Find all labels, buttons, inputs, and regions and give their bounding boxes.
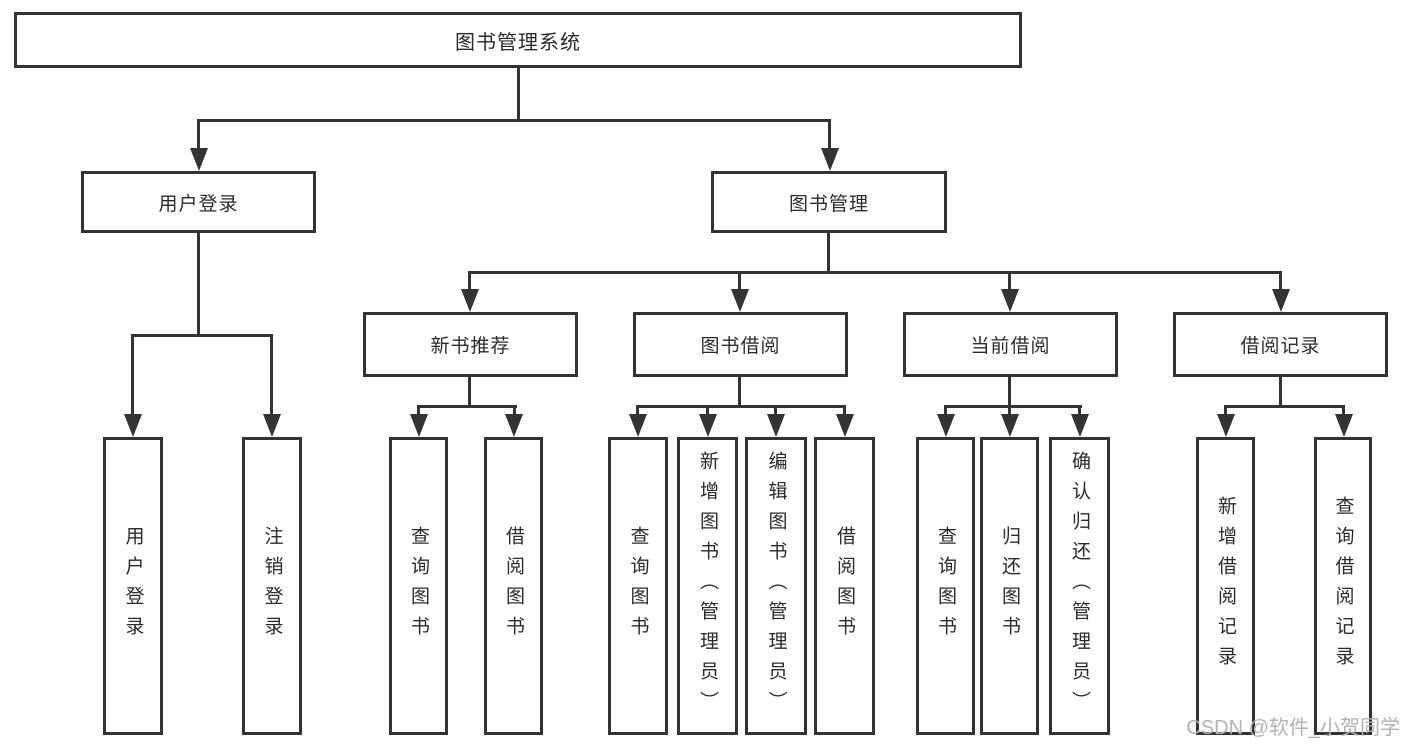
arrow-down-icon: [190, 148, 208, 171]
leaf-logout-label: 注销登录: [261, 526, 283, 646]
connector: [1224, 405, 1345, 408]
connector: [1224, 405, 1227, 417]
connector: [1008, 377, 1011, 408]
node-borrow-records-label: 借阅记录: [1240, 336, 1321, 357]
arrow-down-icon: [410, 414, 428, 437]
arrow-down-icon: [767, 414, 785, 437]
arrow-down-icon: [263, 414, 281, 437]
connector: [1008, 271, 1011, 291]
connector: [828, 119, 831, 151]
node-user-login: 用户登录: [81, 171, 316, 233]
node-library-system-label: 图书管理系统: [455, 31, 581, 54]
arrow-down-icon: [699, 414, 717, 437]
leaf-query-books-recommend-label: 查询图书: [408, 526, 429, 646]
leaf-query-books-current: 查询图书: [916, 437, 975, 735]
arrow-down-icon: [1217, 414, 1235, 437]
arrow-down-icon: [1272, 289, 1290, 312]
arrow-down-icon: [461, 289, 479, 312]
node-user-login-label: 用户登录: [158, 193, 239, 215]
arrow-down-icon: [1071, 414, 1089, 437]
arrow-down-icon: [629, 414, 647, 437]
leaf-query-books-borrow: 查询图书: [608, 437, 668, 735]
arrow-down-icon: [821, 148, 839, 171]
node-new-book-recommend: 新书推荐: [363, 312, 578, 377]
leaf-user-login: 用户登录: [103, 437, 163, 735]
leaf-borrow-books-label: 借阅图书: [834, 526, 855, 646]
arrow-down-icon: [937, 414, 955, 437]
connector: [131, 334, 273, 337]
leaf-query-books-recommend: 查询图书: [389, 437, 448, 735]
arrow-down-icon: [731, 289, 749, 312]
connector: [738, 271, 741, 291]
connector: [513, 405, 516, 417]
leaf-logout: 注销登录: [242, 437, 302, 735]
connector: [468, 271, 471, 291]
arrow-down-icon: [1001, 414, 1019, 437]
leaf-borrow-books-recommend-label: 借阅图书: [503, 526, 524, 646]
node-book-borrow-label: 图书借阅: [700, 336, 781, 357]
connector: [944, 405, 1082, 408]
node-library-system: 图书管理系统: [14, 12, 1022, 68]
node-current-borrow: 当前借阅: [903, 312, 1118, 377]
connector: [1078, 405, 1081, 417]
connector: [843, 405, 846, 417]
connector: [1279, 271, 1282, 291]
connector: [1279, 377, 1282, 408]
connector: [270, 334, 273, 416]
connector: [468, 377, 471, 408]
node-new-book-recommend-label: 新书推荐: [430, 336, 511, 357]
leaf-query-borrow-record: 查询借阅记录: [1314, 437, 1372, 735]
connector: [197, 233, 200, 337]
leaf-return-book-label: 归还图书: [999, 526, 1020, 646]
leaf-add-borrow-record: 新增借阅记录: [1196, 437, 1255, 735]
arrow-down-icon: [505, 414, 523, 437]
connector: [417, 405, 517, 408]
leaf-confirm-return-admin-label: 确认归还（管理员）: [1069, 451, 1090, 721]
leaf-return-book: 归还图书: [980, 437, 1039, 735]
node-book-management-label: 图书管理: [788, 193, 869, 215]
connector: [738, 377, 741, 408]
node-current-borrow-label: 当前借阅: [970, 336, 1051, 357]
leaf-edit-book-admin-label: 编辑图书（管理员）: [765, 451, 787, 721]
node-book-management: 图书管理: [711, 171, 947, 233]
connector: [774, 405, 777, 417]
connector: [131, 334, 134, 416]
leaf-borrow-books: 借阅图书: [814, 437, 875, 735]
arrow-down-icon: [124, 414, 142, 437]
connector: [197, 119, 200, 151]
leaf-add-book-admin-label: 新增图书（管理员）: [697, 451, 718, 721]
csdn-watermark: CSDN @软件_小贺同学: [1186, 717, 1400, 739]
connector: [1342, 405, 1345, 417]
leaf-borrow-books-recommend: 借阅图书: [484, 437, 543, 735]
node-borrow-records: 借阅记录: [1173, 312, 1388, 377]
connector: [706, 405, 709, 417]
connector: [636, 405, 846, 408]
leaf-user-login-label: 用户登录: [122, 526, 144, 646]
connector: [1008, 405, 1011, 417]
connector: [197, 119, 831, 122]
connector: [944, 405, 947, 417]
leaf-query-borrow-record-label: 查询借阅记录: [1332, 496, 1354, 676]
leaf-add-borrow-record-label: 新增借阅记录: [1215, 496, 1236, 676]
leaf-edit-book-admin: 编辑图书（管理员）: [745, 437, 807, 735]
node-book-borrow: 图书借阅: [633, 312, 848, 377]
arrow-down-icon: [1001, 289, 1019, 312]
leaf-confirm-return-admin: 确认归还（管理员）: [1049, 437, 1110, 735]
connector: [636, 405, 639, 417]
arrow-down-icon: [1335, 414, 1353, 437]
leaf-add-book-admin: 新增图书（管理员）: [677, 437, 738, 735]
leaf-query-books-current-label: 查询图书: [935, 526, 956, 646]
connector: [468, 271, 1282, 274]
connector: [517, 68, 520, 122]
connector: [417, 405, 420, 417]
leaf-query-books-borrow-label: 查询图书: [627, 526, 649, 646]
connector: [827, 233, 830, 274]
arrow-down-icon: [836, 414, 854, 437]
